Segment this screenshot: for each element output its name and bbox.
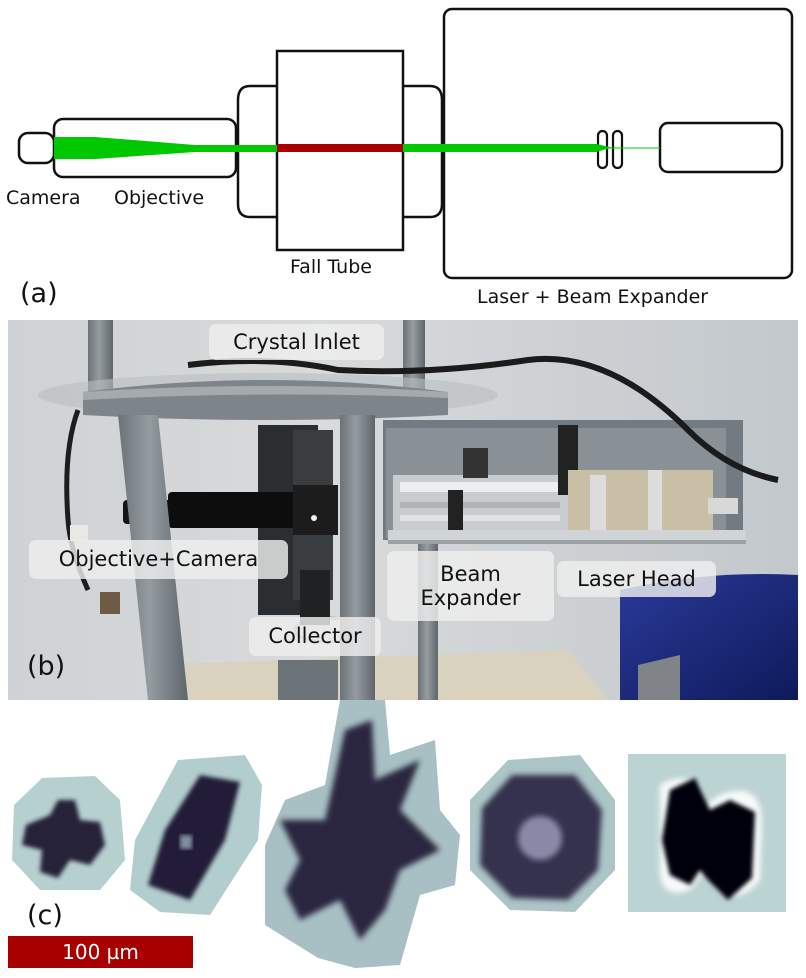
schematic-diagram [17,7,794,280]
crystal-inlet-label: Crystal Inlet [209,324,384,360]
apparatus-photo: Crystal Inlet Objective+Camera Collector… [8,320,798,700]
panel-c-letter: (c) [27,900,63,931]
laser-head-box [658,121,784,174]
crystal-image-3 [265,700,460,968]
objective-label: Objective [114,187,205,209]
crystal-image-4 [470,755,615,912]
crystal-image-5 [628,754,786,912]
panel-a-letter: (a) [20,278,58,309]
laser-beam-in-tube [277,144,403,152]
laser-head-label: Laser Head [557,561,716,597]
panel-b-letter: (b) [27,651,66,682]
beam-expander-lens-2 [611,129,624,170]
beam-expander-label: Beam Expander [387,551,554,621]
laser-beam-expanded [403,144,612,152]
objective-camera-label: Objective+Camera [29,540,288,579]
crystal-image-2 [130,755,262,915]
scale-bar: 100 µm [8,936,193,968]
laser-beam-expander-label: Laser + Beam Expander [477,286,709,308]
camera-label: Camera [6,187,81,209]
fall-tube-label: Fall Tube [290,256,372,278]
photo-scene [8,320,798,700]
camera-box [17,131,56,165]
collector-label: Collector [249,617,381,656]
crystal-images [12,700,786,968]
laser-beam-focused [54,137,277,159]
crystal-image-1 [12,776,125,890]
